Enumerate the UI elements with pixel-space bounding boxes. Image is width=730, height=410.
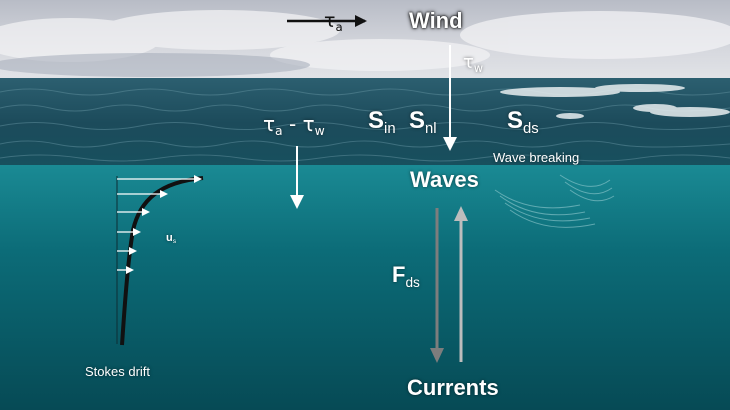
f-ds-label: Fds (392, 262, 420, 290)
waves-label: Waves (410, 167, 479, 192)
stokes-drift-label: Stokes drift (85, 364, 151, 379)
clouds (0, 10, 730, 77)
whitecaps (500, 84, 730, 119)
sea-texture (0, 88, 730, 162)
s-ds-label: Sds (507, 107, 539, 138)
tau-a-label: τa (324, 10, 343, 35)
wind-label: Wind (409, 8, 463, 33)
tau-a-minus-tau-w-label: τa - τw (263, 112, 325, 139)
fds-down-arrowhead (430, 348, 444, 363)
s-nl-label: Snl (409, 107, 437, 138)
u-s-label: us (166, 232, 177, 246)
currents-up-arrowhead (454, 206, 468, 221)
ocean-body (0, 165, 730, 410)
tau-w-label: τw (463, 52, 483, 75)
s-in-label: Sin (368, 107, 396, 138)
wave-breaking-streaks (494, 174, 615, 228)
stokes-drift-profile (116, 175, 204, 346)
currents-label: Currents (407, 375, 499, 400)
wave-breaking-label: Wave breaking (493, 150, 580, 165)
